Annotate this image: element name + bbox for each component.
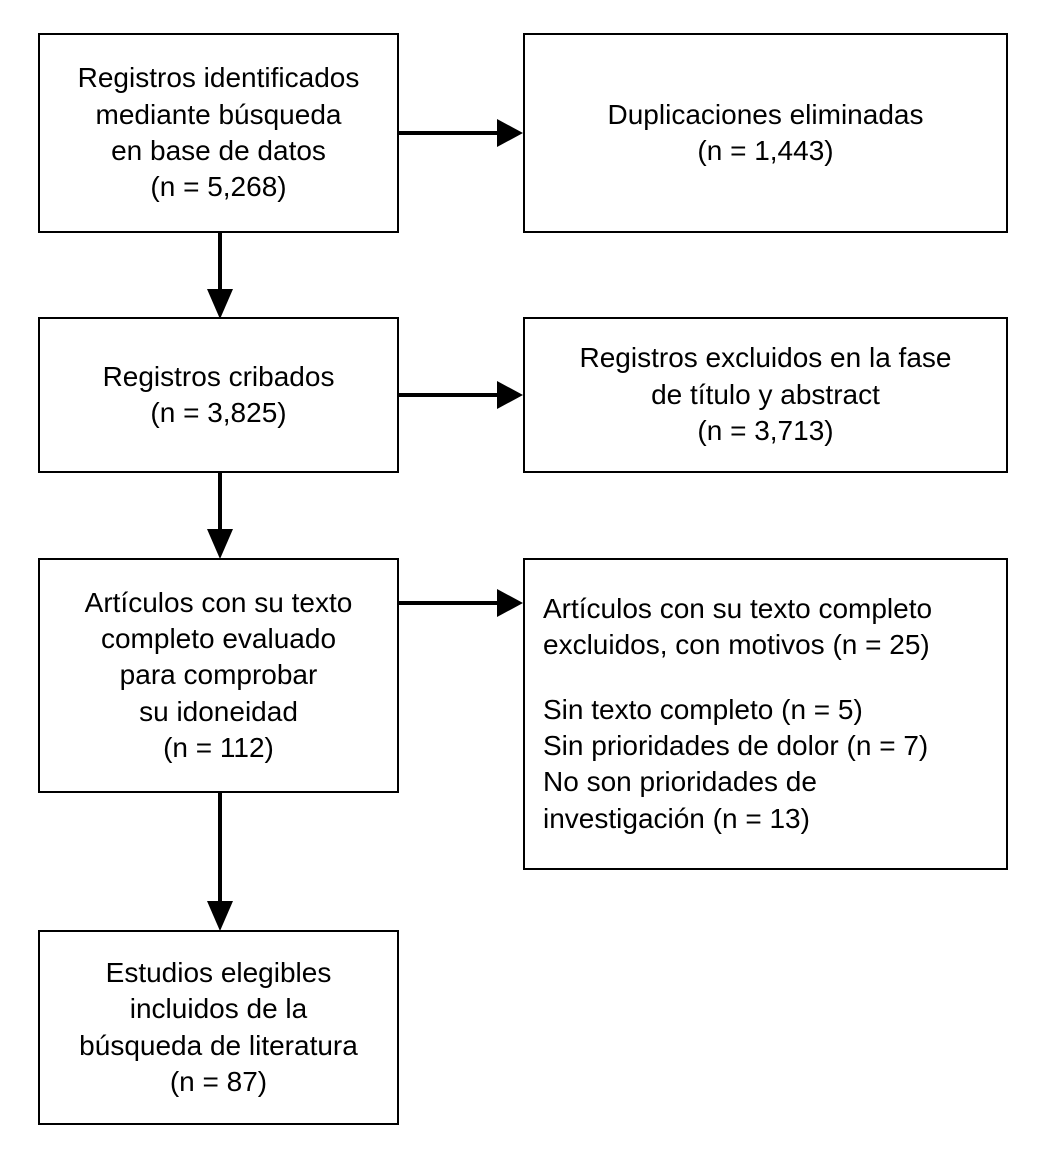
box-line: de título y abstract	[651, 378, 880, 410]
arrow-identified-to-screened-icon	[198, 231, 242, 321]
arrow-screened-to-excluded-icon	[397, 375, 527, 415]
box-line: búsqueda de literatura	[79, 1029, 358, 1061]
exclusion-reason: No son prioridades de	[543, 766, 817, 798]
box-count: (n = 112)	[163, 732, 274, 764]
box-count: (n = 5,268)	[150, 171, 287, 203]
box-line: en base de datos	[111, 135, 326, 166]
box-line: Artículos con su texto	[84, 586, 353, 618]
box-studies-included: Estudios elegibles incluidos de la búsqu…	[38, 930, 399, 1125]
box-line: Registros cribados	[102, 360, 335, 392]
box-count: (n = 3,825)	[150, 397, 287, 428]
box-line: Duplicaciones eliminadas	[607, 98, 924, 130]
box-records-excluded-screening: Registros excluidos en la fase de título…	[523, 317, 1008, 473]
exclusion-reason: Sin prioridades de dolor (n = 7)	[543, 730, 929, 761]
arrow-identified-to-duplicates-icon	[397, 113, 527, 153]
arrow-screened-to-fulltext-icon	[198, 471, 242, 561]
box-line: completo evaluado	[100, 622, 337, 654]
arrow-fulltext-to-reasons-icon	[397, 583, 527, 623]
box-line: Registros identificados	[77, 62, 360, 94]
exclusion-reason: Sin texto completo (n = 5)	[543, 693, 863, 725]
box-line: su idoneidad	[139, 695, 298, 727]
exclusion-reason: investigación (n = 13)	[543, 802, 810, 834]
box-line: para comprobar	[119, 659, 318, 691]
box-line: mediante búsqueda	[95, 98, 342, 130]
box-count: (n = 3,713)	[697, 415, 834, 447]
box-heading-line: excluidos, con motivos (n = 25)	[543, 629, 930, 661]
box-line: Registros excluidos en la fase	[579, 342, 952, 374]
box-line: Estudios elegibles	[105, 956, 332, 988]
box-count: (n = 87)	[169, 1065, 268, 1097]
box-fulltext-assessed: Artículos con su texto completo evaluado…	[38, 558, 399, 793]
box-fulltext-excluded-reasons: Artículos con su texto completo excluido…	[523, 558, 1008, 870]
box-line: incluidos de la	[129, 993, 308, 1025]
box-count: (n = 1,443)	[697, 135, 834, 166]
box-duplicates-removed: Duplicaciones eliminadas (n = 1,443)	[523, 33, 1008, 233]
box-records-identified: Registros identificados mediante búsqued…	[38, 33, 399, 233]
arrow-fulltext-to-included-icon	[198, 791, 242, 933]
box-records-screened: Registros cribados (n = 3,825)	[38, 317, 399, 473]
box-heading-line: Artículos con su texto completo	[543, 592, 933, 624]
